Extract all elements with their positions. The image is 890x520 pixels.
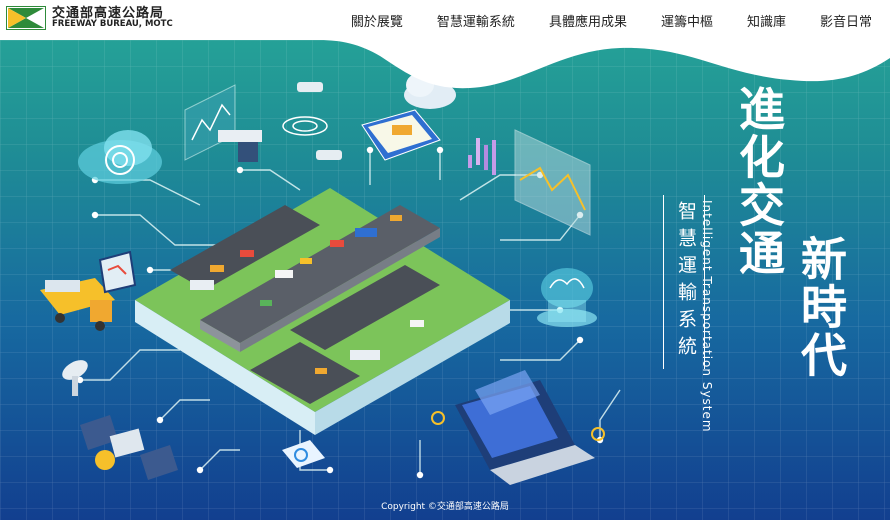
satellite: [80, 415, 178, 480]
logo-chinese-text: 交通部高速公路局: [52, 5, 165, 21]
site-header: 交通部高速公路局 FREEWAY BUREAU, MOTC 關於展覽 智慧運輸系…: [0, 0, 890, 40]
nav-hub[interactable]: 運籌中樞: [660, 15, 713, 30]
freeway-logo-icon: [6, 6, 46, 30]
interchange-block: [135, 188, 510, 435]
cloud-illustration: [78, 130, 162, 184]
wifi-markers: [431, 411, 605, 441]
site-logo[interactable]: 交通部高速公路局 FREEWAY BUREAU, MOTC: [6, 6, 173, 30]
laptop: [455, 370, 595, 485]
hero-subtitle-en: Intelligent Transportation System: [700, 200, 714, 433]
hero-subtitle-zh: 智慧運輸系統: [663, 195, 705, 369]
main-nav: 關於展覽 智慧運輸系統 具體應用成果 運籌中樞 知識庫 影音日常: [317, 11, 872, 30]
footer-copyright: Copyright ©交通部高速公路局: [381, 502, 509, 512]
nav-videos[interactable]: 影音日常: [819, 15, 872, 30]
navigation-device: [98, 250, 137, 294]
tow-truck: [40, 278, 115, 331]
header-wave: [0, 36, 890, 89]
ai-brain: [537, 268, 597, 327]
nav-about[interactable]: 關於展覽: [350, 15, 403, 30]
nav-its[interactable]: 智慧運輸系統: [436, 15, 515, 30]
nav-knowledge[interactable]: 知識庫: [746, 15, 786, 30]
nav-results[interactable]: 具體應用成果: [548, 15, 627, 30]
cloud-badge: [282, 440, 325, 468]
logo-english-text: FREEWAY BUREAU, MOTC: [52, 19, 173, 30]
smartphone: [361, 109, 441, 161]
monitoring-station: [184, 84, 262, 162]
cctv-cameras: [282, 82, 342, 160]
hero-title-line1: 進化交通: [732, 85, 786, 277]
hero-title-line2: 新時代: [794, 235, 848, 379]
bar-figure: [468, 138, 496, 175]
satellite-dish: [62, 360, 88, 396]
graph-panel: [514, 129, 591, 236]
vehicles: [190, 215, 424, 374]
